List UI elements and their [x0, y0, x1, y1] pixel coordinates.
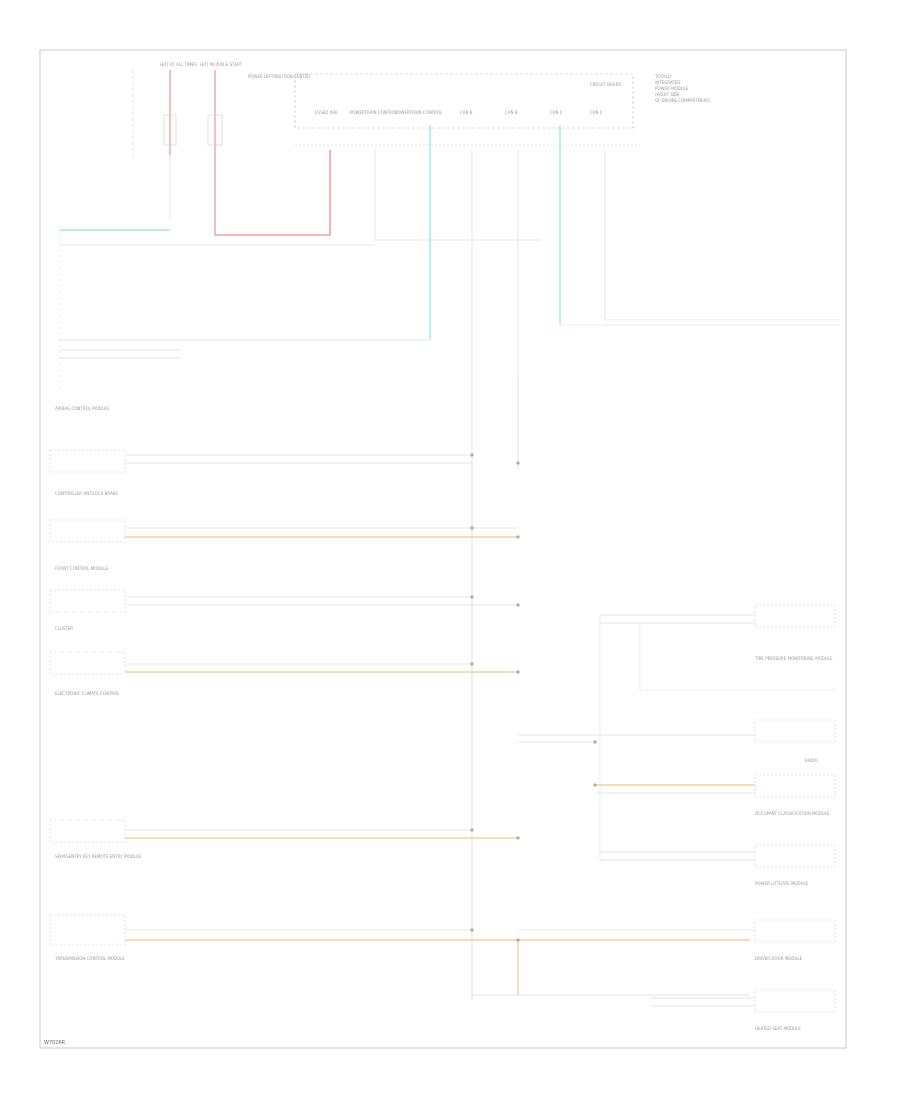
module-ocm-label: OCCUPANT CLASSIFICATION MODULE	[755, 811, 830, 816]
module-cluster: CLUSTER	[49, 589, 518, 631]
fuse-label-2: HOT IN RUN & START	[200, 62, 243, 67]
module-ecc: ELECTRONIC CLIMATE CONTROL	[49, 651, 518, 696]
module-abs: CONTROLLER ANTILOCK BRAKE	[49, 491, 518, 543]
module-tcm-label: TRANSMISSION CONTROL MODULE	[54, 956, 125, 961]
pdc-col-5: CAN C	[550, 110, 563, 115]
pdc-drop-wires	[329, 125, 840, 1000]
left-bus	[59, 225, 540, 390]
pdc-col-1: POWERTRAIN CONTROL	[350, 110, 398, 115]
tipm-label-3: (RIGHT SIDE	[655, 92, 680, 97]
module-skim: SKIM/SENTRY KEY REMOTE ENTRY MODULE	[49, 819, 518, 859]
module-ddm: DRIVER DOOR MODULE	[518, 919, 836, 961]
module-ecc-label: ELECTRONIC CLIMATE CONTROL	[55, 691, 120, 696]
tipm-label-0: TOTALLY	[654, 74, 672, 79]
diagram-code: W7026R	[44, 1040, 66, 1046]
module-abs-label: CONTROLLER ANTILOCK BRAKE	[55, 491, 118, 496]
module-plg-label: POWER LIFTGATE MODULE	[755, 881, 809, 886]
module-ocm: OCCUPANT CLASSIFICATION MODULE	[595, 774, 836, 816]
tipm-label-1: INTEGRATED	[655, 80, 680, 85]
module-airbag-label: AIRBAG CONTROL MODULE	[55, 406, 110, 411]
pdc-label: POWER DISTRIBUTION CENTER	[248, 74, 310, 79]
pdc-col-2: POWERTRAIN CONTROL	[395, 110, 443, 115]
pdc-col-4: CAN B	[505, 110, 518, 115]
fuse-label-1: HOT AT ALL TIMES	[160, 62, 197, 67]
module-tpms-label: TIRE PRESSURE MONITORING MODULE	[754, 656, 833, 661]
module-radio: RADIO	[518, 719, 836, 763]
can-bus-trunk	[471, 380, 519, 1000]
module-cluster-label: CLUSTER	[55, 626, 73, 631]
pdc-col-0: FUSED IGN	[315, 110, 337, 115]
module-hsm: HEATED SEAT MODULE	[650, 989, 836, 1031]
module-ddm-label: DRIVER DOOR MODULE	[755, 956, 803, 961]
module-fcm: FRONT CONTROL MODULE	[55, 566, 109, 571]
circuit-board-label: CIRCUIT BOARD	[590, 82, 622, 87]
splices	[470, 453, 597, 942]
module-tpms: TIRE PRESSURE MONITORING MODULE	[599, 604, 836, 860]
module-skim-label: SKIM/SENTRY KEY REMOTE ENTRY MODULE	[55, 854, 142, 859]
module-tcm: TRANSMISSION CONTROL MODULE	[49, 914, 750, 996]
diagram-border	[39, 49, 847, 1049]
module-radio-label: RADIO	[805, 758, 818, 763]
module-airbag: AIRBAG CONTROL MODULE	[49, 406, 472, 473]
pdc-col-6: CAN C	[590, 110, 603, 115]
module-hsm-label: HEATED SEAT MODULE	[755, 1026, 801, 1031]
tipm-label-4: OF ENGINE COMPARTMENT)	[655, 98, 711, 103]
module-fcm-label: FRONT CONTROL MODULE	[55, 566, 109, 571]
power-distribution-center: POWER DISTRIBUTION CENTER CIRCUIT BOARD …	[248, 73, 711, 146]
tipm-label-2: POWER MODULE	[655, 86, 689, 91]
fuse-block: HOT AT ALL TIMES HOT IN RUN & START	[132, 62, 331, 236]
module-plg: POWER LIFTGATE MODULE	[600, 844, 836, 886]
pdc-col-3: CAN B	[460, 110, 473, 115]
